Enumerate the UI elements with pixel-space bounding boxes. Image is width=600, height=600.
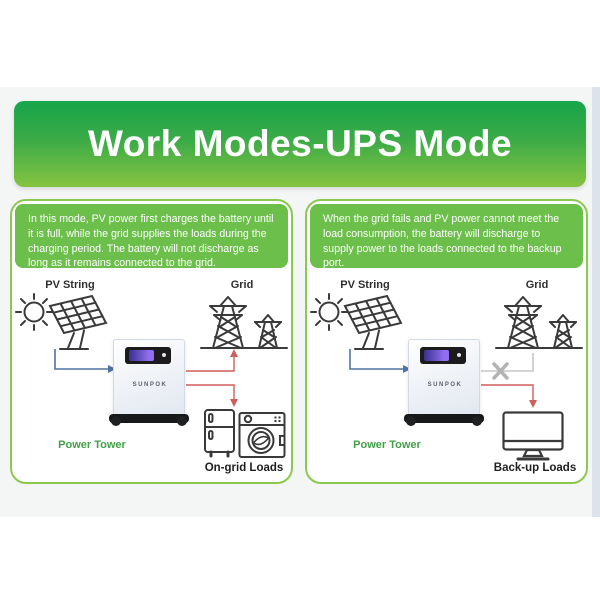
tower-body: SUNPOK [408,339,480,417]
grid-tower-icon [200,296,288,349]
solar-panel-icon [310,293,403,350]
fridge-icon [204,409,235,458]
tower-lcd-screen [129,350,154,361]
loads-label: On-grid Loads [204,462,284,474]
solar-panel-icon [15,293,108,350]
pv-string-label: PV String [340,279,390,291]
page-title-banner: Work Modes-UPS Mode [14,101,586,187]
failed-grid-wire [481,353,534,372]
power-tower-label: Power Tower [58,439,126,451]
battery-tower-icon: SUNPOK [404,339,484,431]
grid-tower-icon [495,296,583,349]
power-tower-label: Power Tower [353,439,421,451]
grid-wire [186,356,235,372]
arrow-down-icon [230,399,238,407]
arrow-down-icon [529,400,537,408]
x-mark-icon [492,362,509,380]
tower-lcd-screen [424,350,449,361]
mode-description: When the grid fails and PV power cannot … [310,204,583,269]
tower-display [420,347,466,364]
tower-button [457,353,461,357]
pv-string-label: PV String [45,279,95,291]
diagram-grid-failed: PV String Grid [307,201,586,482]
loads-label: Back-up Loads [493,462,577,474]
diagram-grid-connected: PV String Grid [12,201,291,482]
grid-label: Grid [230,279,254,291]
tower-display [125,347,171,364]
tower-base [109,414,189,426]
page-title: Work Modes-UPS Mode [87,123,513,164]
monitor-icon [502,411,564,461]
loads-wire [186,384,235,400]
tower-base [404,414,484,426]
tower-brand: SUNPOK [132,382,168,388]
sun-icon [318,301,340,323]
tower-brand: SUNPOK [427,382,463,388]
battery-tower-icon: SUNPOK [109,339,189,431]
tower-button [162,353,166,357]
tower-body: SUNPOK [113,339,185,417]
panel-grid-connected: In this mode, PV power first charges the… [10,199,293,484]
content-band: Work Modes-UPS Mode In this mode, PV pow… [0,87,600,517]
sun-icon [23,301,45,323]
panel-grid-failed: When the grid fails and PV power cannot … [305,199,588,484]
grid-label: Grid [525,279,549,291]
mode-description: In this mode, PV power first charges the… [15,204,288,269]
loads-wire [481,384,534,401]
page-edge [592,87,600,517]
washer-icon [238,412,286,458]
